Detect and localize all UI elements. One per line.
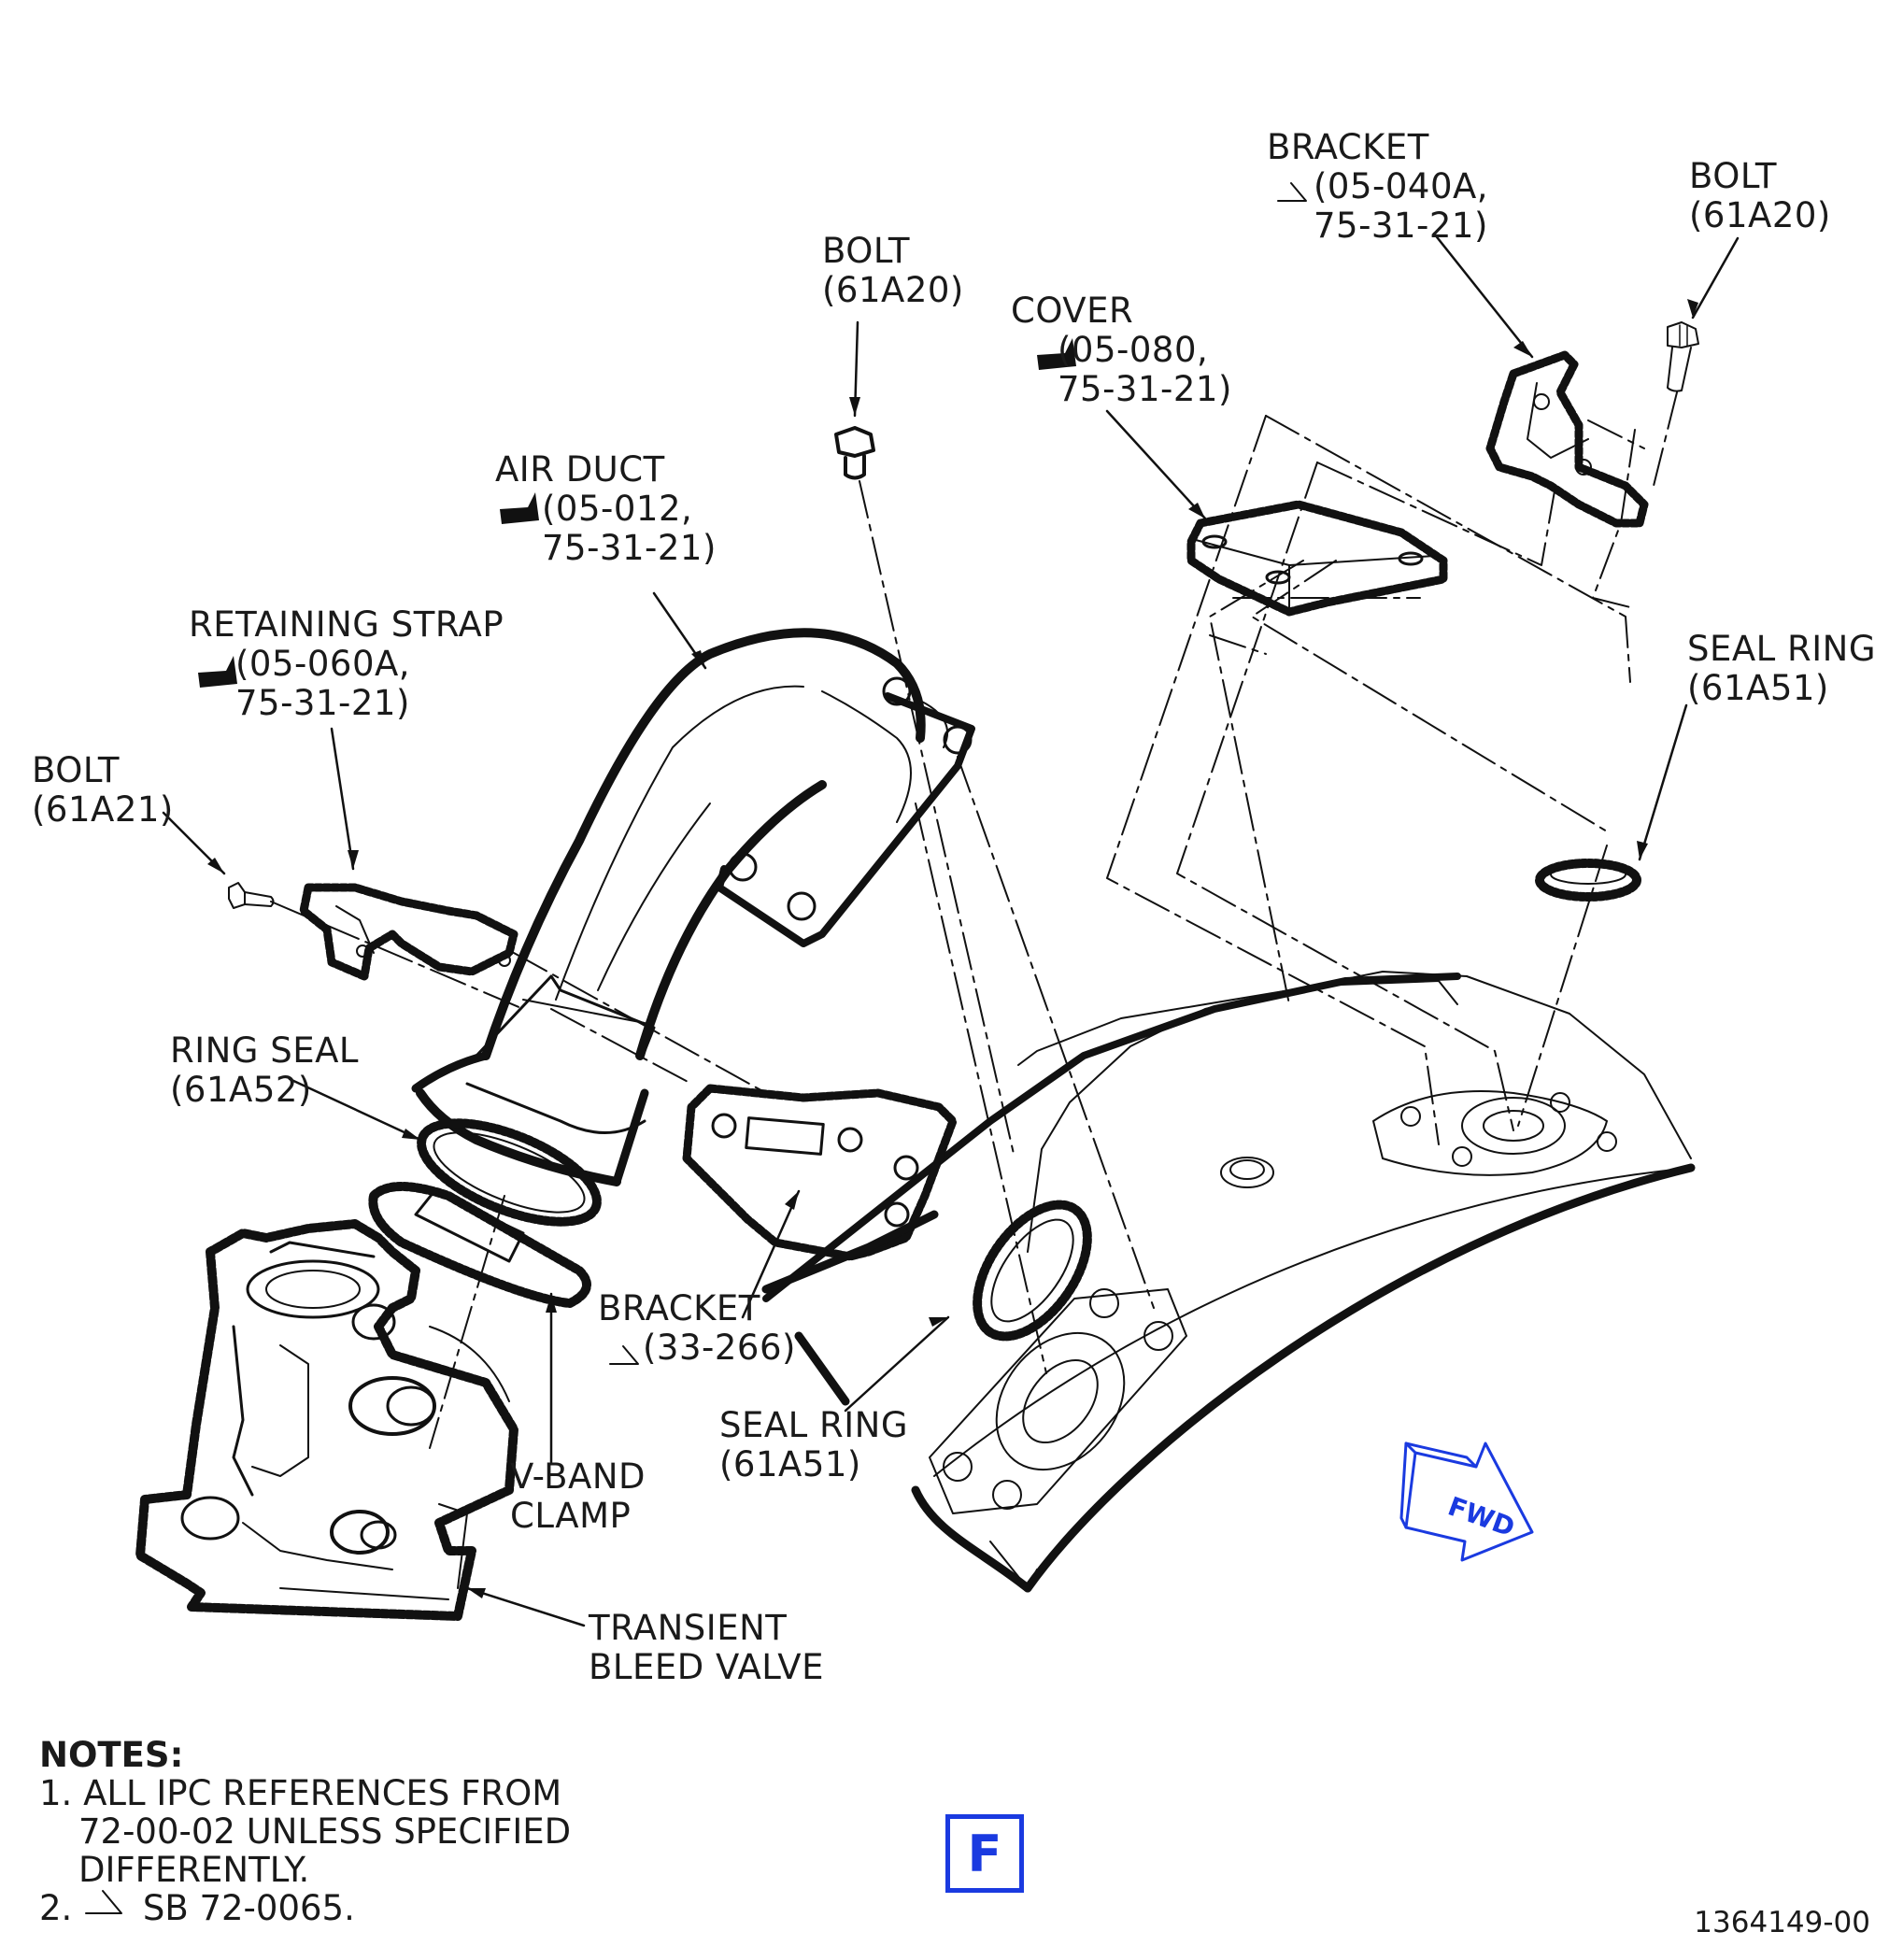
label-bolt-left: BOLT (61A21) [32,750,174,830]
label-bracket-top: BRACKET (05-040A, 75-31-21) [1267,127,1489,246]
bracket-lower-part [682,1084,958,1406]
label-seal-ring-right: SEAL RING (61A51) [1687,629,1877,708]
note-2: 2. SB 72-0065. [39,1889,571,1927]
notes-heading: NOTES: [39,1735,184,1775]
note-1-line-3: DIFFERENTLY. [78,1850,310,1890]
label-transient-bleed-valve: TRANSIENT BLEED VALVE [589,1608,824,1687]
note-2-text: SB 72-0065. [142,1888,355,1928]
view-letter-box: F [945,1814,1024,1893]
label-seal-ring-lower: SEAL RING (61A51) [719,1405,909,1484]
label-ring-seal: RING SEAL (61A52) [170,1030,360,1110]
label-v-band-clamp: V-BAND CLAMP [510,1456,646,1536]
seal-ring-right-part [1535,859,1641,902]
bolt-top-mid-part [834,426,875,480]
cover-part [1186,500,1448,617]
sb-flag-icons [85,182,1307,1914]
leader-arrowheads [207,299,1698,1598]
figure-id: 1364149-00 [1694,1906,1870,1939]
leader-lines [162,232,1740,1627]
air-duct-part [411,628,975,1186]
bolt-left-part [228,882,275,909]
view-letter: F [967,1824,1002,1883]
seal-ring-lower-part [973,1200,1092,1342]
label-retaining-strap: RETAINING STRAP (05-060A, 75-31-21) [189,604,504,723]
ring-seal-part [417,1118,602,1227]
transient-bleed-valve-part [135,1219,518,1621]
note-1-line-2: 72-00-02 UNLESS SPECIFIED [78,1811,572,1852]
label-bracket-lower: BRACKET (33-266) [598,1288,796,1368]
note-1-line-1: 1. ALL IPC REFERENCES FROM [39,1773,562,1813]
bracket-top-part [1485,350,1649,528]
retaining-strap-part [299,883,518,981]
note-2-number: 2. [39,1888,73,1928]
bolt-top-right-part [1667,321,1699,392]
label-cover: COVER (05-080, 75-31-21) [1011,291,1232,409]
label-bolt-top-right: BOLT (61A20) [1689,156,1831,235]
label-bolt-top-mid: BOLT (61A20) [822,231,964,310]
engine-case-panel [762,971,1696,1593]
notes-block: NOTES: 1. ALL IPC REFERENCES FROM 72-00-… [39,1736,571,1927]
reference-arrow-icons [198,338,1076,688]
label-air-duct: AIR DUCT (05-012, 75-31-21) [495,449,717,568]
fwd-arrow-icon [1399,1442,1534,1562]
assembly-dashed-lines [270,391,1678,1449]
v-band-clamp-part [368,1182,591,1308]
